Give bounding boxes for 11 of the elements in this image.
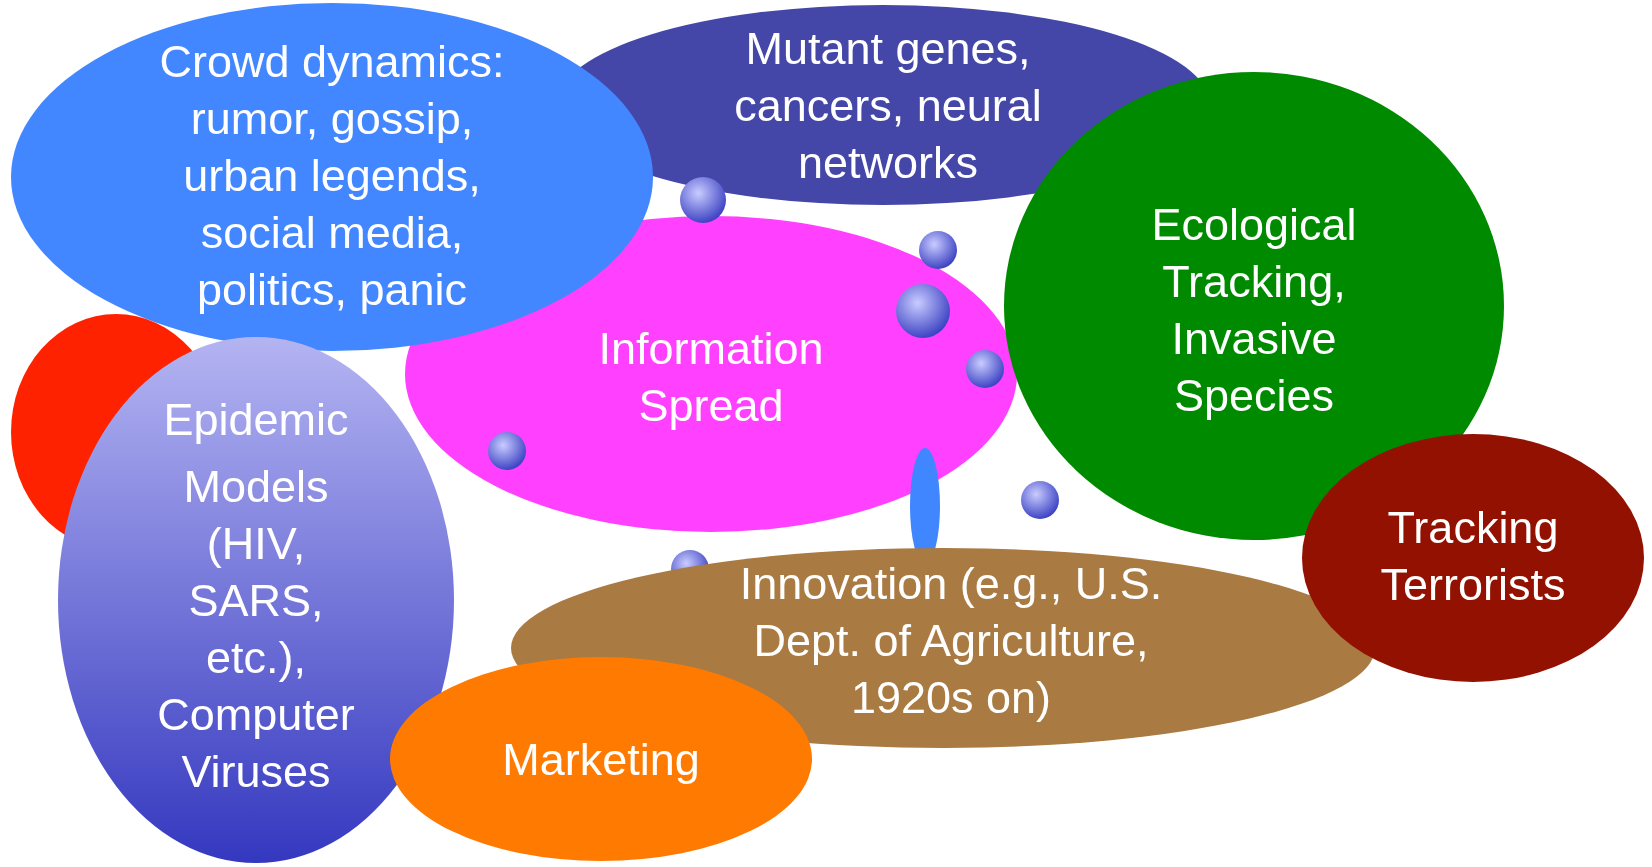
bubble: [58, 337, 454, 863]
bubble-label: Epidemic: [163, 392, 349, 447]
bubble-label: Mutant genes, cancers, neural networks: [733, 21, 1043, 190]
bubble-label: Marketing: [502, 732, 700, 787]
bubble-label: Models (HIV, SARS, etc.), Computer Viruses: [156, 459, 356, 799]
bubble-label: Crowd dynamics: rumor, gossip, urban legends, social media, politics, panic: [158, 34, 506, 317]
bubble-label: Tracking Terrorists: [1379, 501, 1567, 612]
bubble: [1302, 434, 1644, 682]
bubble-label: Innovation (e.g., U.S. Dept. of Agriculture, 1920s on): [738, 556, 1164, 725]
bubble-label: Information Spread: [597, 322, 825, 433]
bubble-label: Ecological Tracking, Invasive Species: [1150, 198, 1358, 423]
